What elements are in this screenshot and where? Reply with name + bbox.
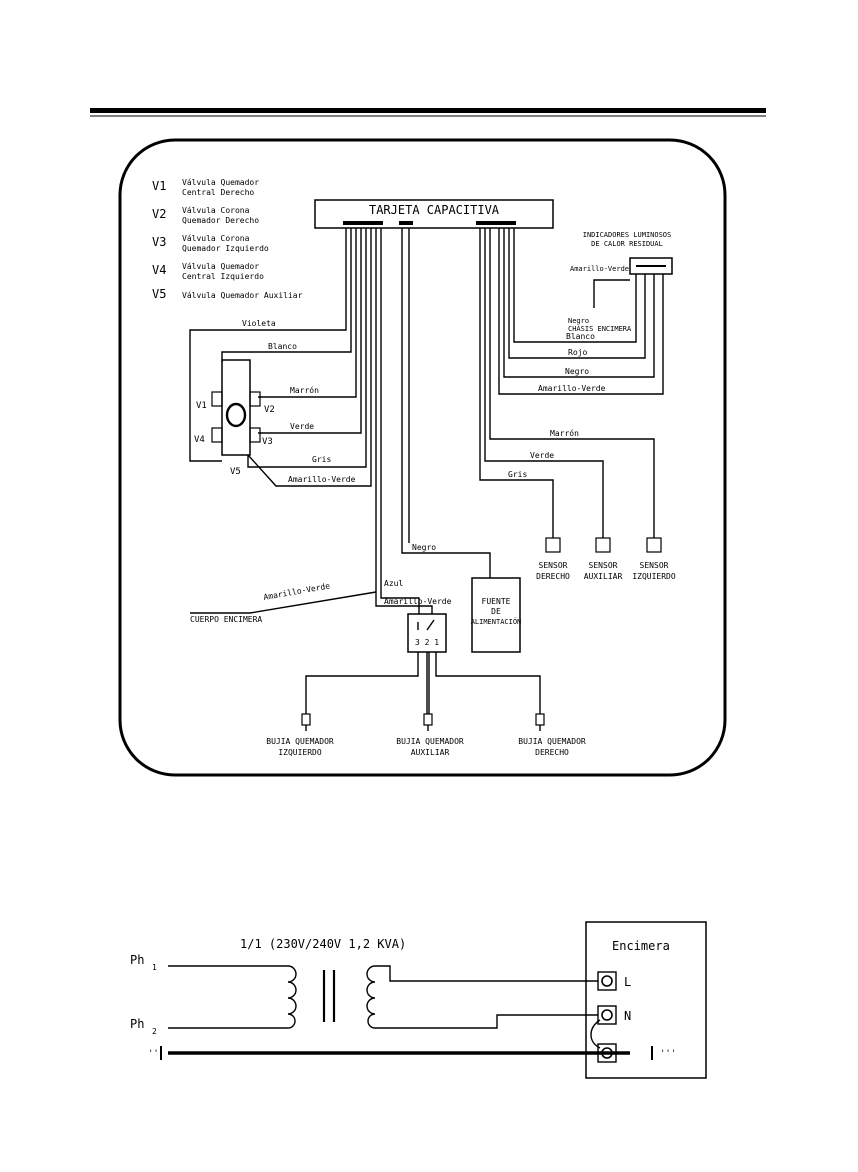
legend-item-v1: V1 Válvula Quemador Central Derecho: [152, 178, 259, 197]
svg-text:Amarillo-Verde: Amarillo-Verde: [288, 475, 356, 484]
indicator-lights-box: [629, 257, 673, 275]
svg-text:Negro: Negro: [412, 543, 436, 552]
svg-text:Quemador Izquierdo: Quemador Izquierdo: [182, 244, 269, 253]
ground-body-label: CUERPO ENCIMERA: [190, 615, 262, 624]
svg-text:Blanco: Blanco: [566, 332, 595, 341]
svg-text:V2: V2: [264, 405, 275, 415]
capacitive-board: TARJETA CAPACITIVA: [314, 199, 554, 229]
header-rule: [90, 108, 766, 117]
svg-text:''': ''': [148, 1049, 164, 1059]
svg-text:''': ''': [660, 1049, 676, 1059]
svg-text:SENSOR: SENSOR: [589, 561, 618, 570]
svg-text:SENSOR: SENSOR: [539, 561, 568, 570]
svg-text:DERECHO: DERECHO: [536, 572, 570, 581]
svg-text:V4: V4: [152, 263, 166, 277]
svg-text:IZQUIERDO: IZQUIERDO: [278, 748, 322, 757]
svg-text:Central Derecho: Central Derecho: [182, 188, 254, 197]
svg-text:AUXILIAR: AUXILIAR: [411, 748, 450, 757]
plug-auxiliary: BUJIA QUEMADOR AUXILIAR: [396, 737, 464, 757]
diagram-frame: [118, 138, 727, 777]
valve-legend: V1 Válvula Quemador Central Derecho V2 V…: [152, 178, 303, 301]
legend-item-v5: V5 Válvula Quemador Auxiliar: [152, 287, 303, 301]
svg-text:Amarillo-Verde: Amarillo-Verde: [384, 597, 452, 606]
board-title: TARJETA CAPACITIVA: [369, 203, 500, 217]
svg-text:Válvula Quemador: Válvula Quemador: [182, 178, 259, 187]
svg-text:Válvula Quemador Auxiliar: Válvula Quemador Auxiliar: [182, 291, 303, 300]
valve-block: V1 V2 V4 V3 V5: [194, 359, 275, 477]
terminal-l-label: L: [624, 975, 631, 989]
svg-text:3 2 1: 3 2 1: [415, 638, 439, 647]
svg-text:IZQUIERDO: IZQUIERDO: [632, 572, 676, 581]
svg-text:1: 1: [152, 963, 157, 972]
svg-text:Verde: Verde: [530, 451, 554, 460]
legend-item-v3: V3 Válvula Corona Quemador Izquierdo: [152, 234, 269, 253]
svg-text:Azul: Azul: [384, 579, 403, 588]
ph2-label: Ph: [130, 1017, 144, 1031]
sensor-harness: Marrón Verde Gris SENSOR DERECHO SENSOR …: [479, 228, 676, 581]
svg-text:Blanco: Blanco: [268, 342, 297, 351]
valve-harness: Violeta Blanco Marrón Verde Gris Amarill…: [189, 228, 382, 592]
svg-text:V1: V1: [196, 401, 207, 411]
svg-text:Amarillo-Verde: Amarillo-Verde: [570, 265, 629, 273]
svg-text:ALIMENTACIÓN: ALIMENTACIÓN: [471, 617, 522, 626]
power-supply-box: [471, 577, 521, 653]
encimera-title: Encimera: [612, 939, 670, 953]
svg-text:2: 2: [152, 1027, 157, 1036]
transformer-schematic: 1/1 (230V/240V 1,2 KVA) Ph 1 Ph 2 ''' ''…: [130, 921, 707, 1079]
svg-text:V3: V3: [262, 437, 273, 447]
svg-text:Central Izquierdo: Central Izquierdo: [182, 272, 264, 281]
svg-text:Amarillo-Verde: Amarillo-Verde: [538, 384, 606, 393]
svg-text:BUJIA QUEMADOR: BUJIA QUEMADOR: [518, 737, 586, 746]
svg-text:BUJIA QUEMADOR: BUJIA QUEMADOR: [266, 737, 334, 746]
svg-text:Quemador Derecho: Quemador Derecho: [182, 216, 259, 225]
svg-text:Válvula Corona: Válvula Corona: [182, 234, 250, 243]
legend-item-v2: V2 Válvula Corona Quemador Derecho: [152, 206, 259, 225]
svg-text:Negro: Negro: [568, 317, 589, 325]
svg-text:BUJIA QUEMADOR: BUJIA QUEMADOR: [396, 737, 464, 746]
svg-text:FUENTE: FUENTE: [482, 597, 511, 606]
plug-left: BUJIA QUEMADOR IZQUIERDO: [266, 737, 334, 757]
svg-text:Válvula Quemador: Válvula Quemador: [182, 262, 259, 271]
indicator-harness: INDICADORES LUMINOSOS DE CALOR RESIDUAL …: [498, 228, 673, 395]
svg-text:Válvula Corona: Válvula Corona: [182, 206, 250, 215]
svg-text:V5: V5: [152, 287, 166, 301]
encimera-box: [585, 921, 707, 1079]
svg-text:CHASIS ENCIMERA: CHASIS ENCIMERA: [568, 325, 632, 333]
sensor-left: SENSOR IZQUIERDO: [632, 561, 676, 581]
svg-text:V1: V1: [152, 179, 166, 193]
svg-text:Gris: Gris: [312, 455, 331, 464]
svg-text:V3: V3: [152, 235, 166, 249]
svg-text:DE CALOR RESIDUAL: DE CALOR RESIDUAL: [591, 240, 663, 248]
svg-text:Amarillo-Verde: Amarillo-Verde: [263, 581, 331, 602]
svg-text:Violeta: Violeta: [242, 319, 276, 328]
burner-icon: [225, 402, 247, 428]
svg-text:DE: DE: [491, 607, 501, 616]
svg-text:Gris: Gris: [508, 470, 527, 479]
svg-text:Negro: Negro: [565, 367, 589, 376]
power-supply-harness: Negro FUENTE DE ALIMENTACIÓN: [401, 228, 522, 653]
transformer-title: 1/1 (230V/240V 1,2 KVA): [240, 937, 406, 951]
svg-text:AUXILIAR: AUXILIAR: [584, 572, 623, 581]
legend-item-v4: V4 Válvula Quemador Central Izquierdo: [152, 262, 264, 281]
svg-text:INDICADORES LUMINOSOS: INDICADORES LUMINOSOS: [583, 231, 672, 239]
sensor-right: SENSOR DERECHO: [536, 561, 570, 581]
svg-text:Marrón: Marrón: [290, 385, 319, 395]
spark-plugs: BUJIA QUEMADOR IZQUIERDO BUJIA QUEMADOR …: [266, 713, 586, 757]
svg-text:V4: V4: [194, 435, 205, 445]
svg-text:V2: V2: [152, 207, 166, 221]
plug-right: BUJIA QUEMADOR DERECHO: [518, 737, 586, 757]
ph1-label: Ph: [130, 953, 144, 967]
svg-text:Rojo: Rojo: [568, 348, 587, 357]
sensor-auxiliary: SENSOR AUXILIAR: [584, 561, 623, 581]
svg-text:Verde: Verde: [290, 422, 314, 431]
svg-text:DERECHO: DERECHO: [535, 748, 569, 757]
terminal-n-label: N: [624, 1009, 631, 1023]
svg-text:V5: V5: [230, 467, 241, 477]
svg-text:SENSOR: SENSOR: [640, 561, 669, 570]
svg-text:Marrón: Marrón: [550, 428, 579, 438]
